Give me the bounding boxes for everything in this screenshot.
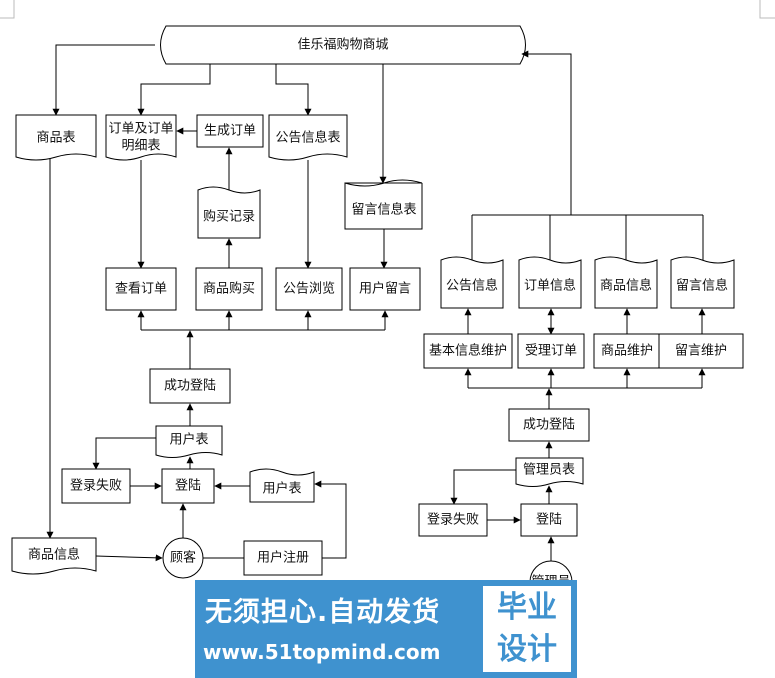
title-banner [160, 25, 526, 65]
product-info-label: 商品信息 [28, 547, 80, 563]
user-table-top-label: 用户表 [169, 432, 208, 448]
admin-login-success-label: 成功登陆 [523, 417, 575, 433]
view-order-box [105, 267, 177, 311]
generate-order-label: 生成订单 [204, 124, 256, 139]
page-corner-marks [0, 0, 775, 19]
user-message-label: 用户留言 [359, 281, 411, 297]
purchase-record-label: 购买记录 [203, 209, 255, 225]
purchase-record-shape [197, 186, 261, 239]
message-maint-box [658, 333, 744, 369]
product-table-label: 商品表 [36, 131, 75, 146]
watermark-url: www.51topmind.com [203, 640, 441, 664]
login-box [161, 468, 215, 504]
watermark-badge: 毕业 设计 [483, 586, 571, 672]
admin-login-label: 登陆 [536, 512, 562, 528]
message-table-label: 留言信息表 [351, 202, 416, 218]
basic-info-maint-label: 基本信息维护 [429, 343, 507, 359]
buy-product-label: 商品购买 [203, 281, 255, 297]
message-maint-label: 留言维护 [675, 344, 727, 359]
user-table-top-shape [155, 425, 223, 458]
admin-notice-info-shape [440, 256, 504, 309]
browse-notice-box [275, 267, 343, 311]
watermark-text-area: 无须担心.自动发货 www.51topmind.com [195, 580, 483, 678]
order-detail-shape [105, 114, 177, 161]
accept-order-label: 受理订单 [525, 344, 577, 359]
watermark-badge-top: 毕业 [497, 590, 557, 625]
admin-notice-info-label: 公告信息 [446, 278, 498, 294]
admin-message-info-shape [670, 256, 735, 309]
admin-login-box [520, 503, 578, 537]
order-detail-label-1: 订单及订单 [108, 122, 173, 137]
notice-table-shape [268, 114, 348, 161]
notice-table-label: 公告信息表 [275, 130, 340, 146]
login-success-box [149, 368, 231, 404]
admin-login-fail-label: 登录失败 [427, 513, 479, 528]
watermark-banner: 无须担心.自动发货 www.51topmind.com 毕业 设计 [195, 580, 577, 678]
register-label: 用户注册 [257, 550, 309, 566]
buy-product-box [195, 267, 263, 311]
connectors [46, 44, 706, 562]
view-order-label: 查看订单 [115, 281, 167, 297]
login-label: 登陆 [175, 478, 201, 494]
admin-table-label: 管理员表 [523, 463, 575, 478]
login-fail-box [61, 468, 131, 504]
admin-order-info-label: 订单信息 [524, 278, 576, 294]
customer-actor-label: 顾客 [170, 550, 196, 566]
admin-product-info-label: 商品信息 [600, 278, 652, 294]
user-table-right-shape [249, 468, 315, 503]
basic-info-maint-box [423, 333, 513, 369]
admin-product-info-shape [594, 256, 658, 309]
watermark-badge-bottom: 设计 [497, 632, 557, 667]
watermark-slogan: 无须担心.自动发货 [205, 597, 441, 628]
admin-table-shape [515, 457, 584, 487]
admin-message-info-label: 留言信息 [676, 278, 728, 294]
accept-order-box [517, 333, 585, 369]
admin-login-success-box [508, 408, 590, 442]
product-table-shape [15, 114, 97, 161]
diagram-title: 佳乐福购物商城 [297, 37, 388, 53]
user-table-right-label: 用户表 [262, 481, 301, 497]
user-message-box [349, 267, 421, 311]
order-detail-label-2: 明细表 [121, 139, 160, 154]
login-fail-label: 登录失败 [70, 479, 122, 494]
product-info-shape [11, 537, 97, 575]
login-success-label: 成功登陆 [164, 378, 216, 394]
product-maint-label: 商品维护 [601, 344, 653, 359]
admin-order-info-shape [518, 256, 582, 309]
browse-notice-label: 公告浏览 [283, 281, 335, 297]
